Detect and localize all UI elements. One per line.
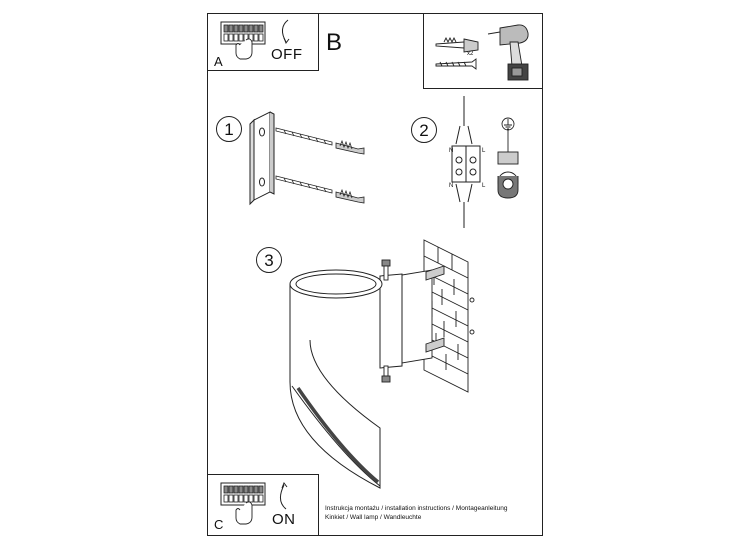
drill-icon xyxy=(487,24,529,81)
off-label: OFF xyxy=(271,46,303,63)
fuse-box-icon xyxy=(220,19,290,60)
screw-upper xyxy=(275,127,365,155)
ground-terminal-icon xyxy=(497,151,519,199)
step-1-bracket-and-screws xyxy=(249,111,365,206)
ground-icon xyxy=(501,117,515,152)
plug-count-label: x2 xyxy=(467,51,474,57)
step-2-number: 2 xyxy=(411,117,437,143)
step-3-number: 3 xyxy=(256,247,282,273)
terminal-label-n-top: N xyxy=(449,148,454,154)
step-3-lamp-mounting xyxy=(289,239,475,489)
top-screw xyxy=(381,259,391,281)
box-b-letter: B xyxy=(326,29,343,56)
screw-lower xyxy=(275,175,365,204)
box-b-tools: x2 xyxy=(423,13,543,89)
tools-illustration xyxy=(435,24,529,81)
step-2-wiring xyxy=(451,96,519,228)
lamp-body xyxy=(289,269,403,489)
wall-plug-icon xyxy=(435,36,479,53)
screw-icon xyxy=(435,58,477,70)
box-a-letter: A xyxy=(214,54,223,69)
box-c-letter: C xyxy=(214,517,224,532)
instruction-sheet-frame xyxy=(207,13,543,536)
box-c-power-on: C ON xyxy=(207,474,319,536)
terminal-label-l-bottom: L xyxy=(482,183,486,189)
on-label: ON xyxy=(272,511,296,528)
terminal-label-l-top: L xyxy=(482,148,486,154)
step-1-number: 1 xyxy=(216,116,242,142)
bottom-screw xyxy=(381,365,391,383)
box-a-power-off: A OFF xyxy=(207,13,319,71)
fuse-box-on-icon xyxy=(220,481,288,525)
terminal-label-n-bottom: N xyxy=(449,183,454,189)
caption-instructions: Instrukcja montażu / installation instru… xyxy=(325,505,508,512)
caption-product: Kinkiet / Wall lamp / Wandleuchte xyxy=(325,514,422,521)
